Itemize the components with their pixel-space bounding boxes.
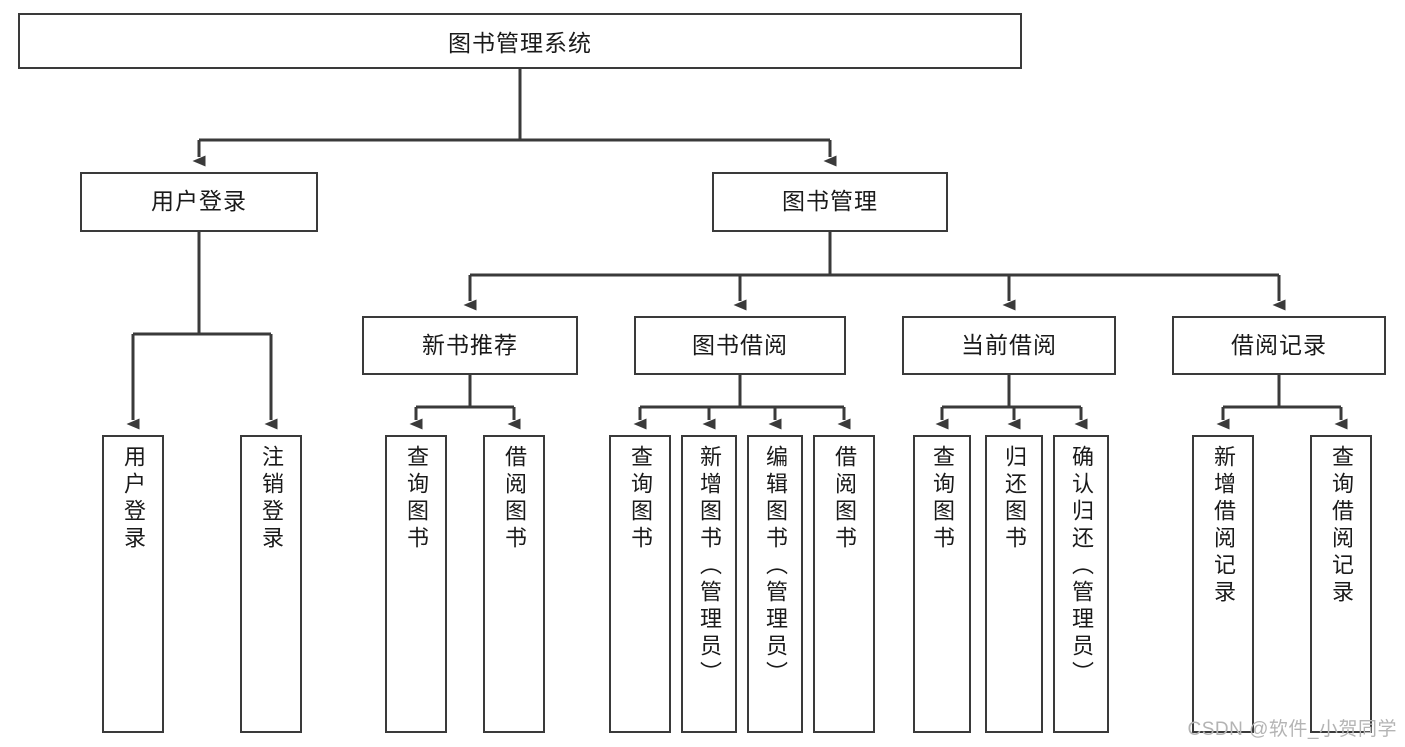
node-label: 用户登录 — [151, 188, 247, 215]
root-node[interactable]: 图书管理系统 — [18, 13, 1022, 69]
leaf-node[interactable]: 新增图书（管理员） — [681, 435, 737, 733]
node-label: 查询图书 — [628, 445, 653, 553]
node-label: 查询借阅记录 — [1329, 445, 1354, 607]
node-label: 查询图书 — [404, 445, 429, 553]
node-label: 新书推荐 — [422, 331, 518, 358]
node-label: 新增借阅记录 — [1211, 445, 1236, 607]
node-label: 用户登录 — [121, 445, 146, 553]
leaf-node[interactable]: 注销登录 — [240, 435, 302, 733]
node-label: 确认归还（管理员） — [1069, 445, 1094, 688]
node-label: 归还图书 — [1002, 445, 1027, 553]
branch-node[interactable]: 用户登录 — [80, 172, 318, 232]
node-label: 图书借阅 — [692, 331, 788, 358]
leaf-node[interactable]: 确认归还（管理员） — [1053, 435, 1109, 733]
node-label: 当前借阅 — [961, 331, 1057, 358]
leaf-node[interactable]: 归还图书 — [985, 435, 1043, 733]
node-label: 查询图书 — [930, 445, 955, 553]
branch-node[interactable]: 图书管理 — [712, 172, 948, 232]
node-label: 借阅图书 — [502, 445, 527, 553]
node-label: 借阅记录 — [1231, 331, 1327, 358]
leaf-node[interactable]: 借阅图书 — [483, 435, 545, 733]
leaf-node[interactable]: 新增借阅记录 — [1192, 435, 1254, 733]
leaf-node[interactable]: 借阅图书 — [813, 435, 875, 733]
leaf-node[interactable]: 查询图书 — [609, 435, 671, 733]
node-label: 借阅图书 — [832, 445, 857, 553]
node-label: 图书管理系统 — [448, 30, 592, 56]
branch-node[interactable]: 图书借阅 — [634, 316, 846, 375]
leaf-node[interactable]: 查询借阅记录 — [1310, 435, 1372, 733]
leaf-node[interactable]: 用户登录 — [102, 435, 164, 733]
leaf-node[interactable]: 编辑图书（管理员） — [747, 435, 803, 733]
node-label: 注销登录 — [259, 445, 284, 553]
node-label: 图书管理 — [782, 188, 878, 215]
branch-node[interactable]: 当前借阅 — [902, 316, 1116, 375]
leaf-node[interactable]: 查询图书 — [385, 435, 447, 733]
node-label: 编辑图书（管理员） — [763, 445, 788, 688]
watermark-text: CSDN @软件_小贺同学 — [1187, 719, 1397, 740]
branch-node[interactable]: 新书推荐 — [362, 316, 578, 375]
branch-node[interactable]: 借阅记录 — [1172, 316, 1386, 375]
leaf-node[interactable]: 查询图书 — [913, 435, 971, 733]
node-label: 新增图书（管理员） — [697, 445, 722, 688]
